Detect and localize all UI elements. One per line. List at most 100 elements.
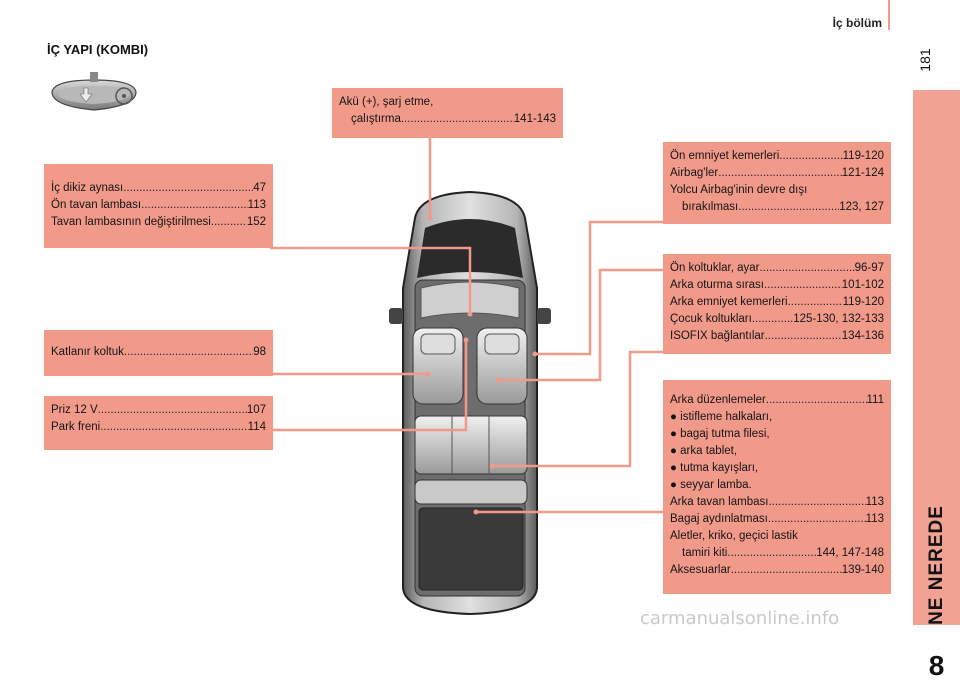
mirror-item: Tavan lambasının değiştirilmesi 152 <box>51 214 266 231</box>
mirror-item: Ön tavan lambası 113 <box>51 197 266 214</box>
leader-dots <box>124 344 253 361</box>
leader-dots <box>768 494 865 511</box>
leader-dots <box>731 562 842 579</box>
seatbelts-line4-page: 123, 127 <box>839 201 884 213</box>
seats-item-page: 101-102 <box>841 279 884 291</box>
battery-line2-page: 141-143 <box>513 113 556 125</box>
mirror-item: İç dikiz aynası 47 <box>51 180 266 197</box>
seats-item-page: 134-136 <box>841 330 884 342</box>
leader-lines <box>270 138 663 515</box>
mirror-item-page: 113 <box>247 199 266 211</box>
seats-box: Ön koltuklar, ayar 96-97 Arka oturma sır… <box>663 254 891 354</box>
leader-dots <box>768 511 866 528</box>
seats-item: Çocuk koltukları 125-130, 132-133 <box>670 311 884 328</box>
socket-item-page: 114 <box>247 421 266 433</box>
leader-dots <box>765 328 842 345</box>
section-title: İÇ YAPI (KOMBI) <box>47 42 149 57</box>
mirror-item-label: Ön tavan lambası <box>51 199 142 211</box>
seats-item: Arka oturma sırası 101-102 <box>670 277 884 294</box>
mirror-box: İç dikiz aynası 47 Ön tavan lambası 113 … <box>44 164 273 248</box>
folding-item: Katlanır koltuk 98 <box>51 344 266 361</box>
leader-dots <box>788 294 843 311</box>
socket-item-label: Priz 12 V <box>51 404 98 416</box>
battery-line1: Akü (+), şarj etme, <box>339 96 434 108</box>
rear-bullet: ● tutma kayışları, <box>670 462 759 474</box>
header-rule <box>888 0 890 30</box>
seats-item-label: Çocuk koltukları <box>670 313 752 325</box>
mirror-item-label: İç dikiz aynası <box>51 182 124 194</box>
leader-dots <box>764 277 842 294</box>
socket-item: Park freni 114 <box>51 419 266 436</box>
seats-item: Arka emniyet kemerleri 119-120 <box>670 294 884 311</box>
seats-item-page: 96-97 <box>854 262 884 274</box>
rear-item-label: Arka tavan lambası <box>670 496 769 508</box>
leader-dots <box>752 311 793 328</box>
socket-box: Priz 12 V 107 Park freni 114 <box>44 396 273 450</box>
seatbelts-item-label: Airbag'ler <box>670 167 719 179</box>
rear-bullet: ● bagaj tutma filesi, <box>670 428 770 440</box>
seatbelts-item-label: Ön emniyet kemerleri <box>670 150 780 162</box>
rear-item-page: 113 <box>865 513 884 525</box>
seatbelts-item: Ön emniyet kemerleri 119-120 <box>670 148 884 165</box>
rear-tools-line1: Aletler, kriko, geçici lastik <box>670 530 798 542</box>
seats-item-label: ISOFIX bağlantılar <box>670 330 765 342</box>
seats-item-page: 119-120 <box>842 296 884 308</box>
folding-item-page: 98 <box>253 346 266 358</box>
leader-dots <box>98 402 247 419</box>
leader-dots <box>779 148 842 165</box>
car-top-view <box>389 190 551 616</box>
rear-item-label: Bagaj aydınlatması <box>670 513 768 525</box>
seatbelts-line4-label: bırakılması <box>682 201 739 213</box>
mirror-item-page: 152 <box>246 216 266 228</box>
mirror-item-page: 47 <box>253 182 266 194</box>
rear-last-label: Aksesuarlar <box>670 564 731 576</box>
leader-dots <box>759 260 854 277</box>
battery-line2-label: çalıştırma <box>351 113 401 125</box>
rear-first: Arka düzenlemeler 111 <box>670 392 884 409</box>
leader-dots <box>401 111 514 128</box>
rear-first-page: 111 <box>866 394 884 406</box>
leader-dots <box>738 199 839 216</box>
rear-item: Bagaj aydınlatması 113 <box>670 511 884 528</box>
seats-item-page: 125-130, 132-133 <box>793 313 884 325</box>
seatbelts-box: Ön emniyet kemerleri 119-120 Airbag'ler … <box>663 142 891 224</box>
rear-tools-label: tamiri kiti <box>682 547 728 559</box>
leader-dots <box>123 180 253 197</box>
socket-item-page: 107 <box>246 404 266 416</box>
chapter-number: 8 <box>928 650 945 681</box>
rear-last: Aksesuarlar 139-140 <box>670 562 884 579</box>
leader-dots <box>727 545 816 562</box>
leader-dots <box>766 392 867 409</box>
seatbelts-item-page: 119-120 <box>842 150 884 162</box>
seatbelts-line4: bırakılması 123, 127 <box>670 199 884 216</box>
folding-seat-box: Katlanır koltuk 98 <box>44 330 273 376</box>
rear-last-page: 139-140 <box>841 564 884 576</box>
seats-item-label: Ön koltuklar, ayar <box>670 262 760 274</box>
leader-dots <box>100 419 247 436</box>
rear-item-page: 113 <box>865 496 884 508</box>
rear-first-label: Arka düzenlemeler <box>670 394 766 406</box>
rear-bullet: ● seyyar lamba. <box>670 479 752 491</box>
socket-item: Priz 12 V 107 <box>51 402 266 419</box>
rear-box: Arka düzenlemeler 111 ● istifleme halkal… <box>663 380 891 594</box>
rear-tools-line2: tamiri kiti 144, 147-148 <box>670 545 884 562</box>
rear-bullet: ● arka tablet, <box>670 445 738 457</box>
seats-item-label: Arka emniyet kemerleri <box>670 296 788 308</box>
seatbelts-line3: Yolcu Airbag'inin devre dışı <box>670 184 808 196</box>
mirror-item-label: Tavan lambasının değiştirilmesi <box>51 216 211 228</box>
socket-item-label: Park freni <box>51 421 101 433</box>
leader-dots <box>141 197 248 214</box>
header-title: İç bölüm <box>832 16 882 30</box>
rear-bullet: ● istifleme halkaları, <box>670 411 773 423</box>
seatbelts-item: Airbag'ler 121-124 <box>670 165 884 182</box>
seats-item: Ön koltuklar, ayar 96-97 <box>670 260 884 277</box>
seatbelts-item-page: 121-124 <box>841 167 884 179</box>
watermark: carmanualsonline.info <box>640 608 840 629</box>
mirror-icon <box>51 72 137 111</box>
battery-box: Akü (+), şarj etme, çalıştırma 141-143 <box>332 88 563 138</box>
leader-dots <box>211 214 247 231</box>
leader-dots <box>718 165 842 182</box>
seats-item: ISOFIX bağlantılar 134-136 <box>670 328 884 345</box>
rear-tools-page: 144, 147-148 <box>816 547 884 559</box>
folding-item-label: Katlanır koltuk <box>51 346 124 358</box>
